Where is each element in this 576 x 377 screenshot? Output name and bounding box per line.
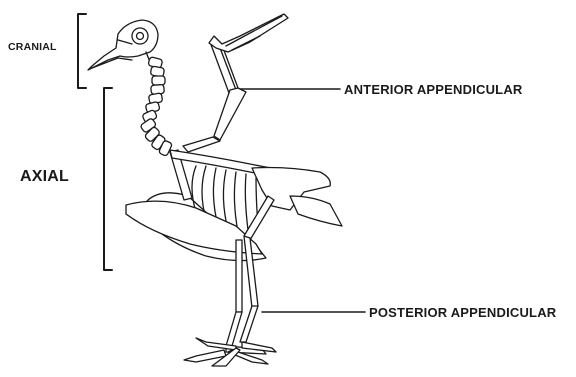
label-posterior-appendicular: POSTERIOR APPENDICULAR <box>369 305 556 320</box>
cranial-bracket <box>78 14 86 88</box>
skull <box>88 20 158 70</box>
cervical-vertebrae <box>140 57 173 157</box>
tail-pygostyle <box>290 196 342 226</box>
leg-bones <box>226 196 274 346</box>
label-axial: AXIAL <box>20 168 69 186</box>
label-cranial: CRANIAL <box>8 41 57 53</box>
axial-bracket <box>104 88 112 270</box>
wing-bones <box>183 14 288 152</box>
label-anterior-appendicular: ANTERIOR APPENDICULAR <box>344 82 523 97</box>
